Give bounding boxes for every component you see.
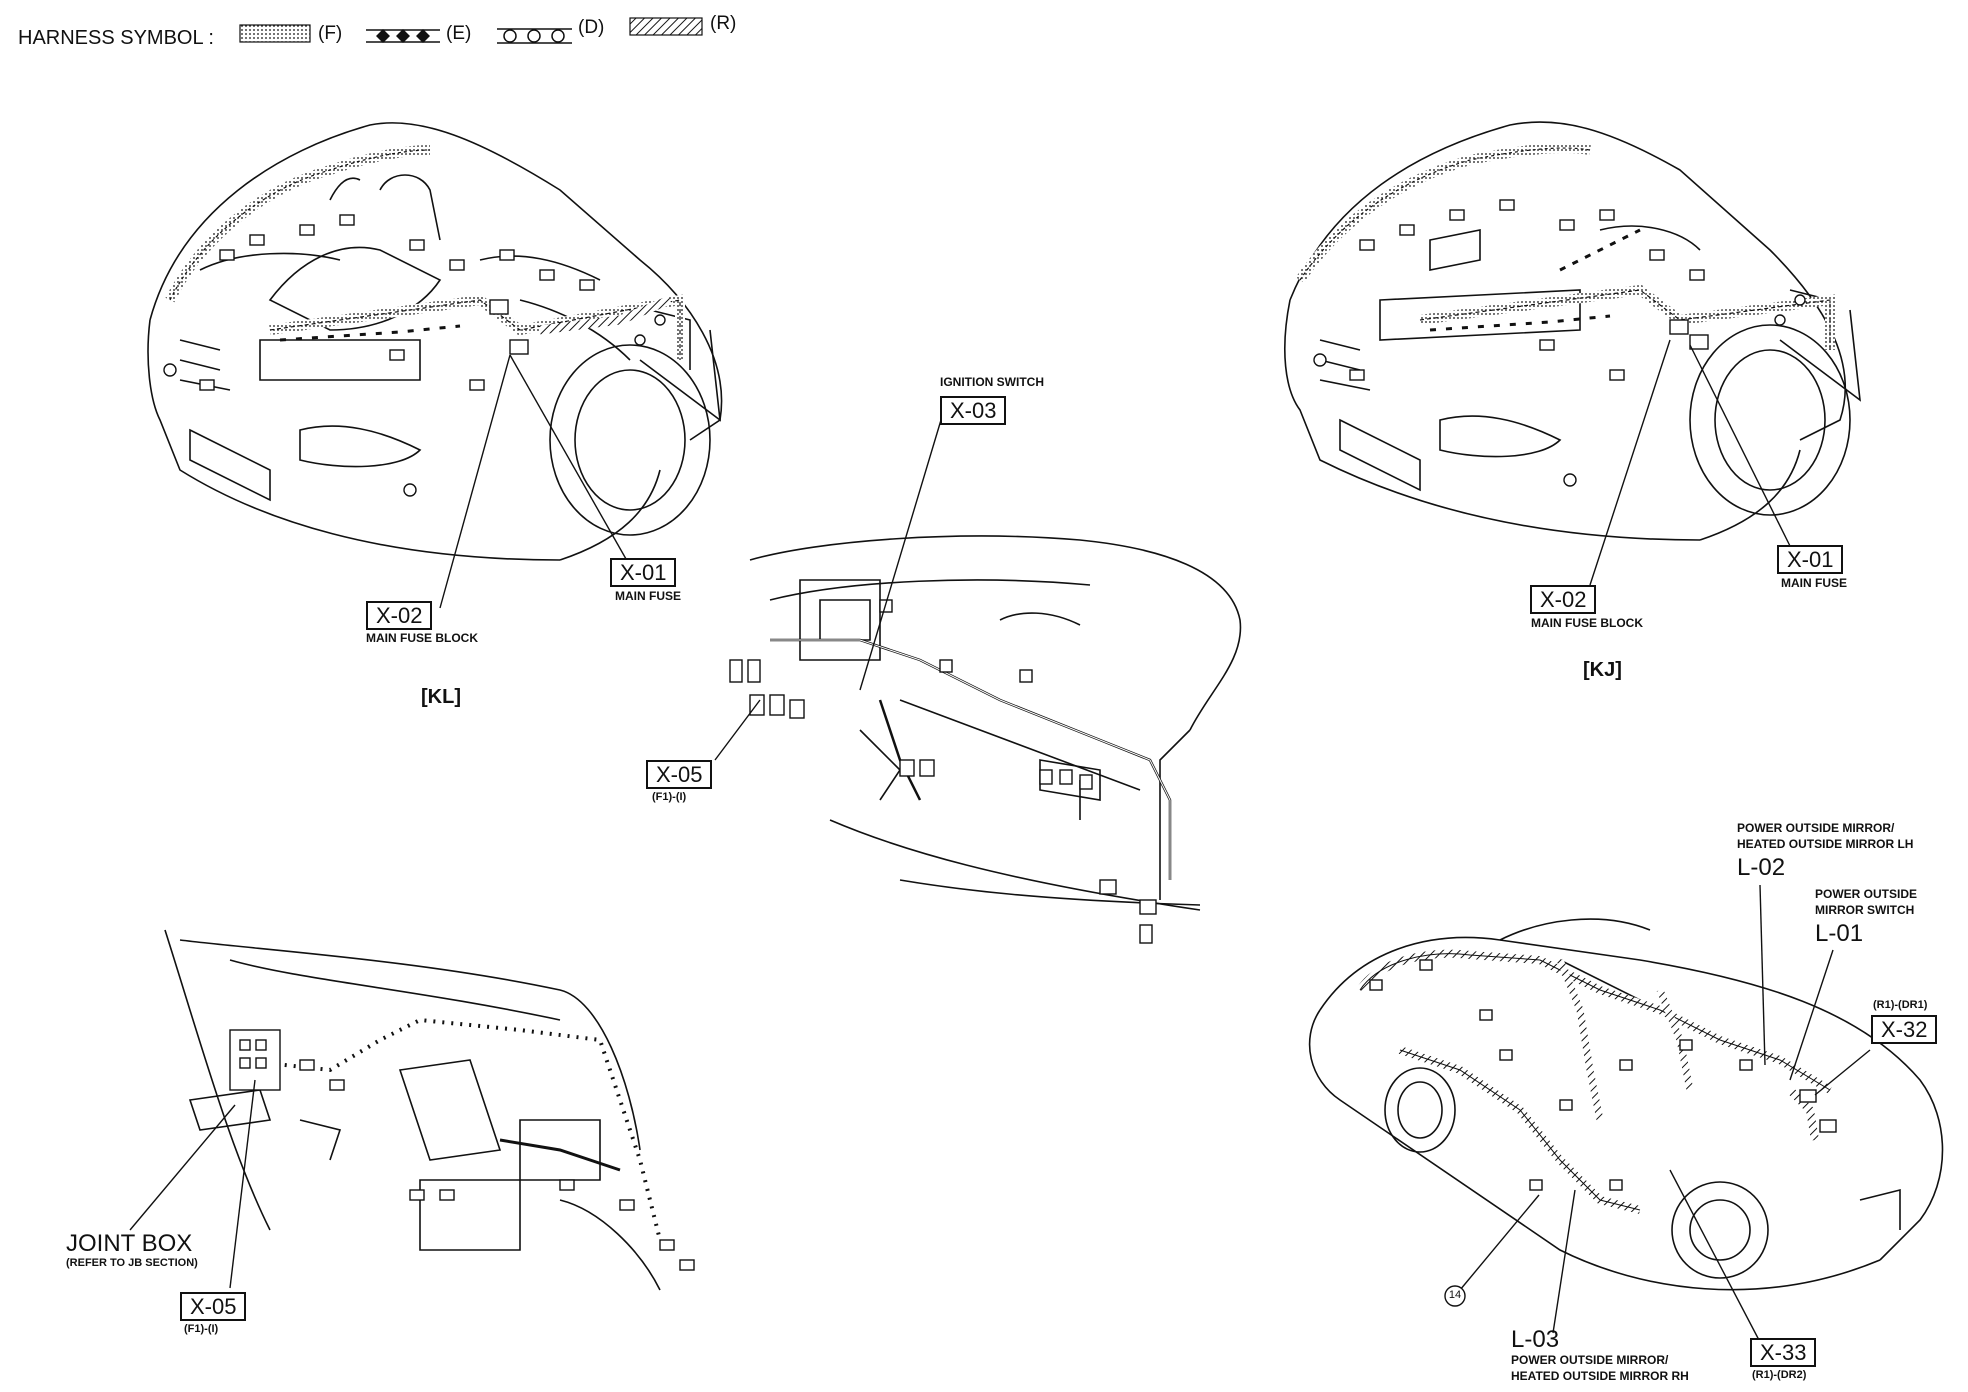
kl-x02-desc: MAIN FUSE BLOCK <box>366 631 478 645</box>
kj-x01-callout: X-01 <box>1777 545 1844 574</box>
legend-symbols <box>239 17 703 44</box>
dash-view <box>749 535 1242 911</box>
jb-connector-blobs <box>229 1029 695 1271</box>
joint-box-label: JOINT BOX <box>66 1230 193 1257</box>
x33-desc: (R1)-(DR2) <box>1752 1369 1807 1381</box>
kl-harness-main <box>165 145 685 360</box>
l01-desc-line1: POWER OUTSIDE <box>1815 887 1918 901</box>
jb-view <box>164 929 661 1291</box>
legend-code-e: (E) <box>446 23 472 44</box>
jb-x05-callout: X-05 <box>180 1292 247 1321</box>
l01-desc-line2: MIRROR SWITCH <box>1815 903 1915 917</box>
kj-x01-desc: MAIN FUSE <box>1781 576 1847 590</box>
harness-r-symbol <box>629 17 703 36</box>
x33-callout: X-33 <box>1750 1338 1817 1367</box>
x32-desc: (R1)-(DR1) <box>1873 999 1928 1011</box>
harness-f-symbol <box>239 24 311 43</box>
kl-engine-view <box>147 122 723 561</box>
body-connector-blobs <box>1369 959 1837 1191</box>
ground-point-14-marker <box>1444 1285 1466 1307</box>
kl-variant-label: [KL] <box>421 686 461 708</box>
harness-e-symbol <box>366 29 440 43</box>
l03-desc-line2: HEATED OUTSIDE MIRROR RH <box>1511 1369 1689 1383</box>
legend-title: HARNESS SYMBOL : <box>18 27 214 49</box>
kl-x01-callout: X-01 <box>610 558 677 587</box>
l02-label: L-02 <box>1737 854 1786 881</box>
kj-connector-blobs <box>1313 199 1806 487</box>
dash-harness <box>770 638 1172 880</box>
legend-code-d: (D) <box>578 17 605 38</box>
body-view <box>1308 918 1944 1291</box>
kj-x02-desc: MAIN FUSE BLOCK <box>1531 616 1643 630</box>
dash-x05-desc: (F1)-(I) <box>652 791 687 803</box>
joint-box-note: (REFER TO JB SECTION) <box>66 1257 198 1269</box>
dash-connector-blobs <box>729 599 1157 944</box>
kj-leader-lines <box>1589 339 1791 586</box>
dash-x03-desc: IGNITION SWITCH <box>940 375 1044 389</box>
jb-leader-lines <box>129 1079 256 1289</box>
harness-d-symbol <box>497 28 572 44</box>
jb-harness <box>239 1017 662 1241</box>
ground-point-14: 14 <box>1448 1289 1462 1301</box>
x32-callout: X-32 <box>1871 1015 1938 1044</box>
l02-desc-line1: POWER OUTSIDE MIRROR/ <box>1737 821 1895 835</box>
dash-leader-lines <box>714 419 942 761</box>
kl-leader-lines <box>439 354 631 609</box>
kl-x01-desc: MAIN FUSE <box>615 589 681 603</box>
dash-x05-callout: X-05 <box>646 760 713 789</box>
l02-desc-line2: HEATED OUTSIDE MIRROR LH <box>1737 837 1914 851</box>
dash-x03-callout: X-03 <box>940 396 1007 425</box>
jb-x05-desc: (F1)-(I) <box>184 1323 219 1335</box>
kl-x02-callout: X-02 <box>366 601 433 630</box>
legend-code-f: (F) <box>318 23 343 44</box>
kl-connector-blobs <box>163 214 666 497</box>
l03-desc-line1: POWER OUTSIDE MIRROR/ <box>1511 1353 1669 1367</box>
l01-label: L-01 <box>1815 920 1864 947</box>
l03-label: L-03 <box>1511 1326 1560 1353</box>
body-leader-lines <box>1459 884 1871 1343</box>
kj-x02-callout: X-02 <box>1530 585 1597 614</box>
legend-code-r: (R) <box>710 13 737 34</box>
body-harness <box>1356 949 1833 1214</box>
kj-variant-label: [KJ] <box>1583 659 1622 681</box>
